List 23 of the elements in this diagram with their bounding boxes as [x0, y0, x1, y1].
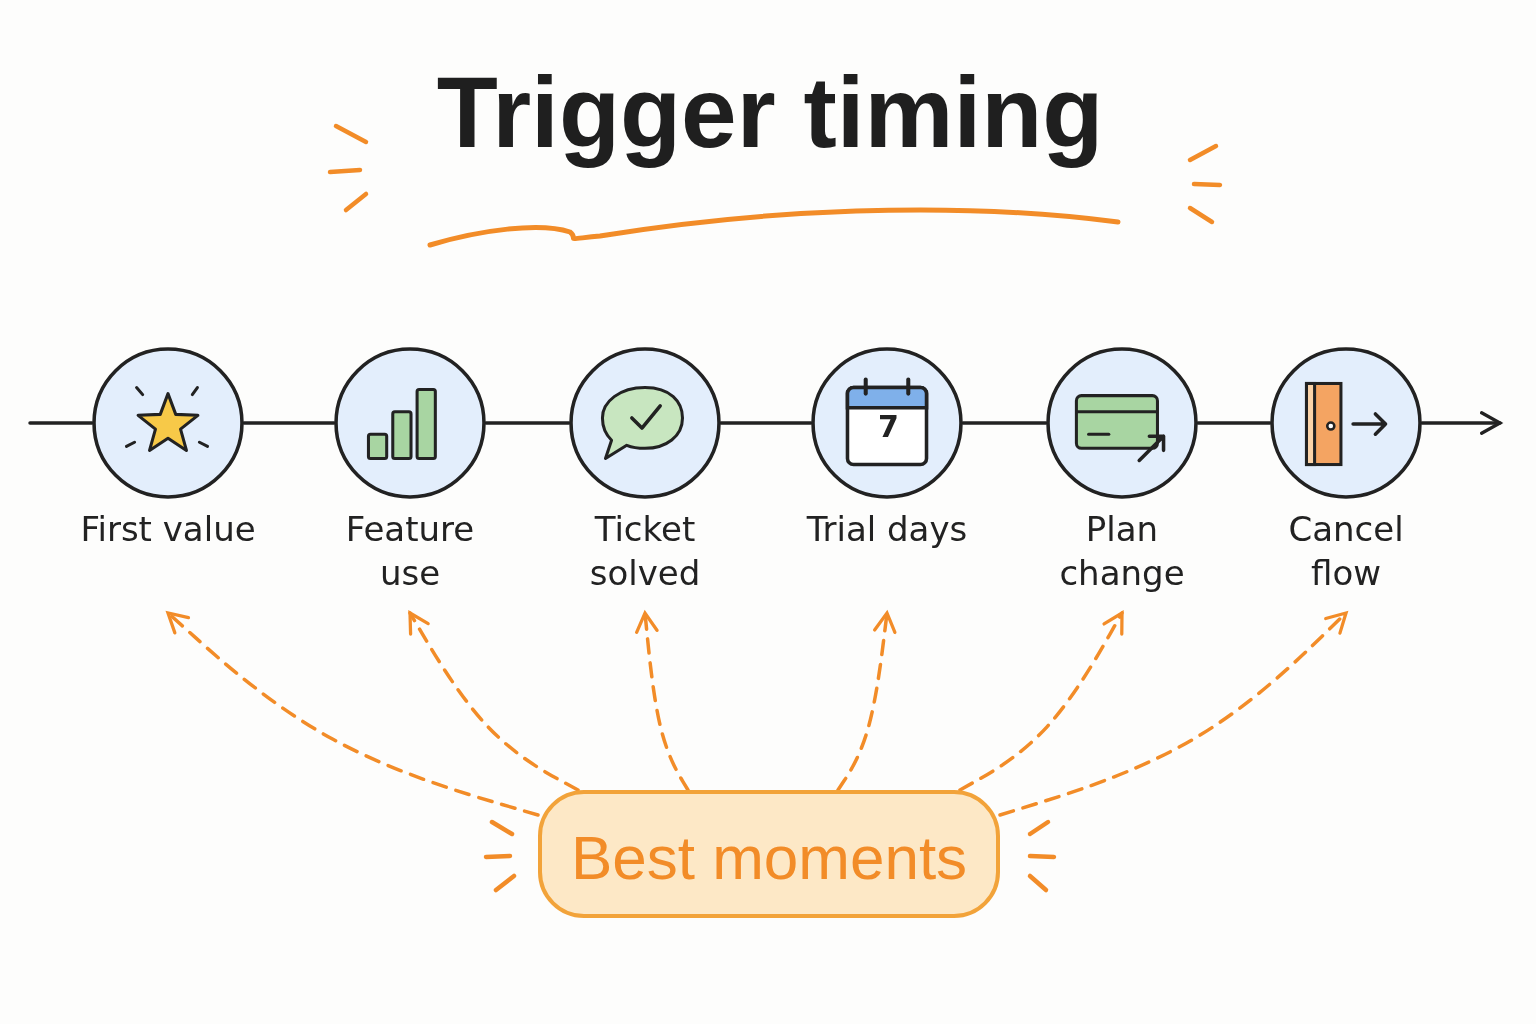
- node-label: Cancel flow: [1287, 508, 1405, 595]
- dashed-arrow: [635, 611, 690, 792]
- box-label: Best moments: [569, 822, 969, 893]
- dashed-arrow: [958, 611, 1124, 792]
- dashed-arrow: [408, 611, 580, 792]
- timeline-line: [28, 421, 94, 425]
- dashed-arrow: [166, 611, 540, 817]
- timeline-line: [484, 421, 571, 425]
- node-label: Plan change: [1058, 508, 1186, 595]
- timeline-line: [1196, 421, 1272, 425]
- node-label: Ticket solved: [588, 508, 702, 595]
- calendar-date: 7: [878, 409, 899, 444]
- timeline-line: [719, 421, 813, 425]
- timeline-line: [961, 421, 1048, 425]
- timeline-line: [242, 421, 336, 425]
- timeline-line: [1420, 411, 1502, 435]
- title: Trigger timing: [435, 55, 1105, 170]
- node-label: First value: [79, 508, 257, 551]
- node-label: Trial days: [805, 508, 969, 551]
- node-label: Feature use: [344, 508, 476, 595]
- dashed-arrow: [998, 611, 1348, 817]
- highlight-box: [538, 790, 1000, 918]
- dashed-arrow: [836, 611, 897, 792]
